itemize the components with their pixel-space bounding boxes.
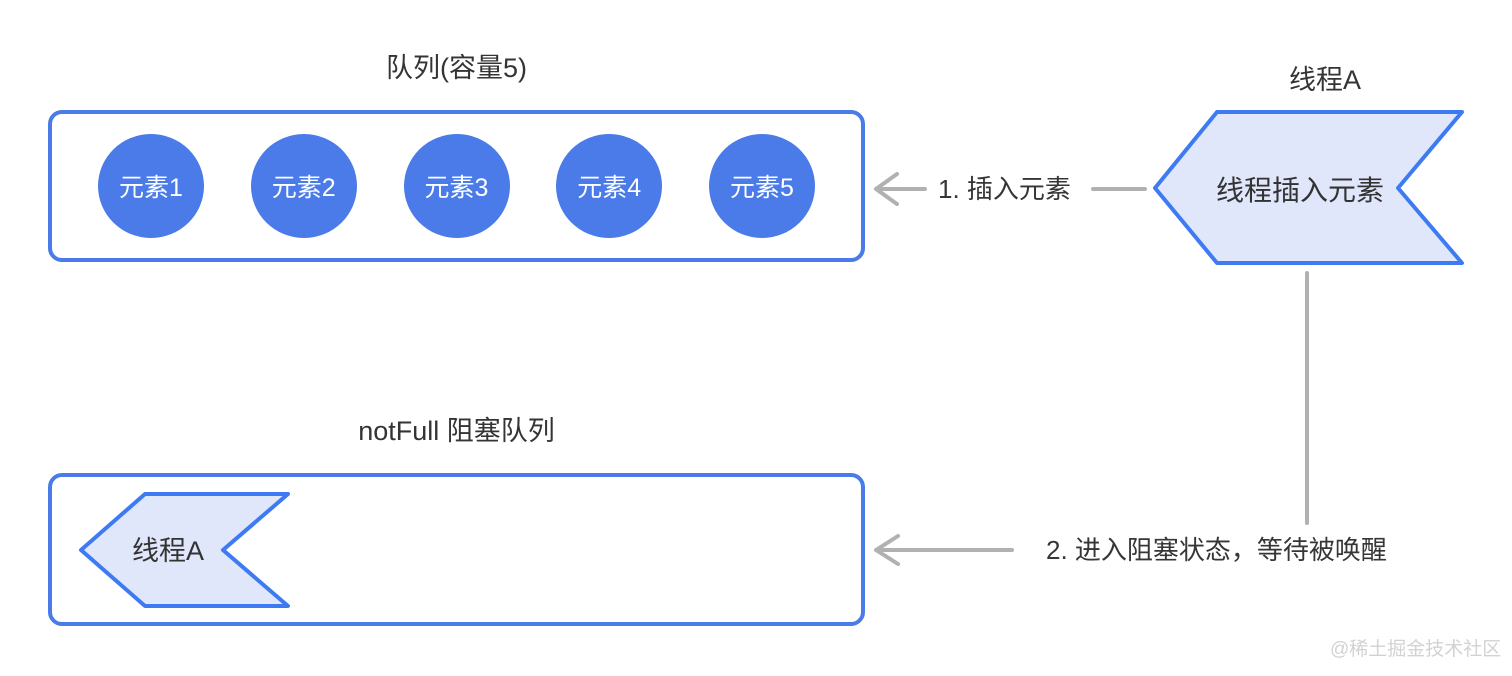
thread-a-title: 线程A: [1288, 65, 1361, 95]
queue-element-1: 元素1: [98, 134, 204, 238]
queue-element-2: 元素2: [250, 134, 357, 238]
queue-element-5: 元素5: [709, 134, 815, 238]
step2-label: 2. 进入阻塞状态，等待被唤醒: [1046, 535, 1387, 565]
thread-a-blocked-label: 线程A: [131, 536, 204, 566]
step1-label: 1. 插入元素: [938, 174, 1071, 204]
arrow2-head-icon: [874, 534, 900, 566]
notfull-title: notFull 阻塞队列: [358, 416, 555, 446]
queue-element-4: 元素4: [556, 134, 663, 238]
thread-insert-label: 线程插入元素: [1215, 175, 1384, 206]
queue-title: 队列(容量5): [386, 53, 527, 83]
queue-box: 元素1 元素2 元素3 元素4 元素5: [48, 110, 865, 262]
queue-element-3: 元素3: [403, 134, 510, 238]
arrow1-head-icon: [874, 172, 899, 206]
watermark: @稀土掘金技术社区: [1330, 639, 1502, 660]
